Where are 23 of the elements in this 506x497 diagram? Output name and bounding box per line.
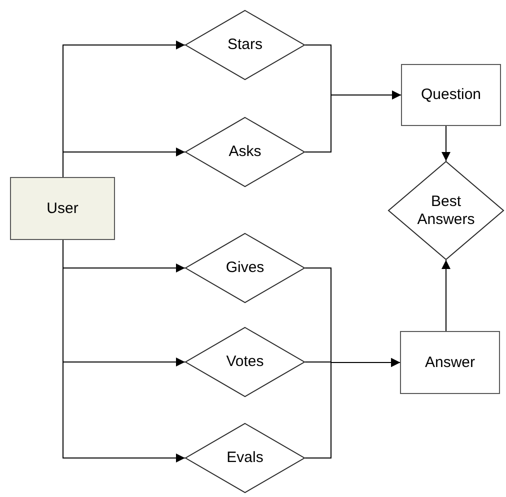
decision-diamond — [185, 117, 305, 187]
node-label: Gives — [226, 259, 264, 277]
node-label: Best Answers — [416, 192, 476, 228]
decision-diamond — [388, 161, 504, 260]
node-label: Answer — [424, 354, 476, 372]
decision-diamond — [185, 10, 305, 80]
arrow — [442, 260, 450, 332]
arrow — [62, 148, 186, 178]
process-box — [10, 177, 115, 240]
process-box — [400, 331, 500, 394]
process-box — [401, 64, 501, 126]
node-label: User — [46, 200, 78, 218]
decision-diamond — [185, 233, 305, 303]
arrow — [442, 126, 450, 162]
arrow — [304, 90, 402, 152]
node-label: Stars — [227, 36, 262, 54]
node-label: Votes — [226, 353, 264, 371]
decision-diamond — [185, 327, 305, 397]
node-label: Asks — [228, 143, 262, 161]
decision-diamond — [185, 423, 305, 493]
node-label: Evals — [226, 449, 264, 467]
arrow — [304, 358, 400, 458]
node-label: Question — [420, 86, 482, 104]
